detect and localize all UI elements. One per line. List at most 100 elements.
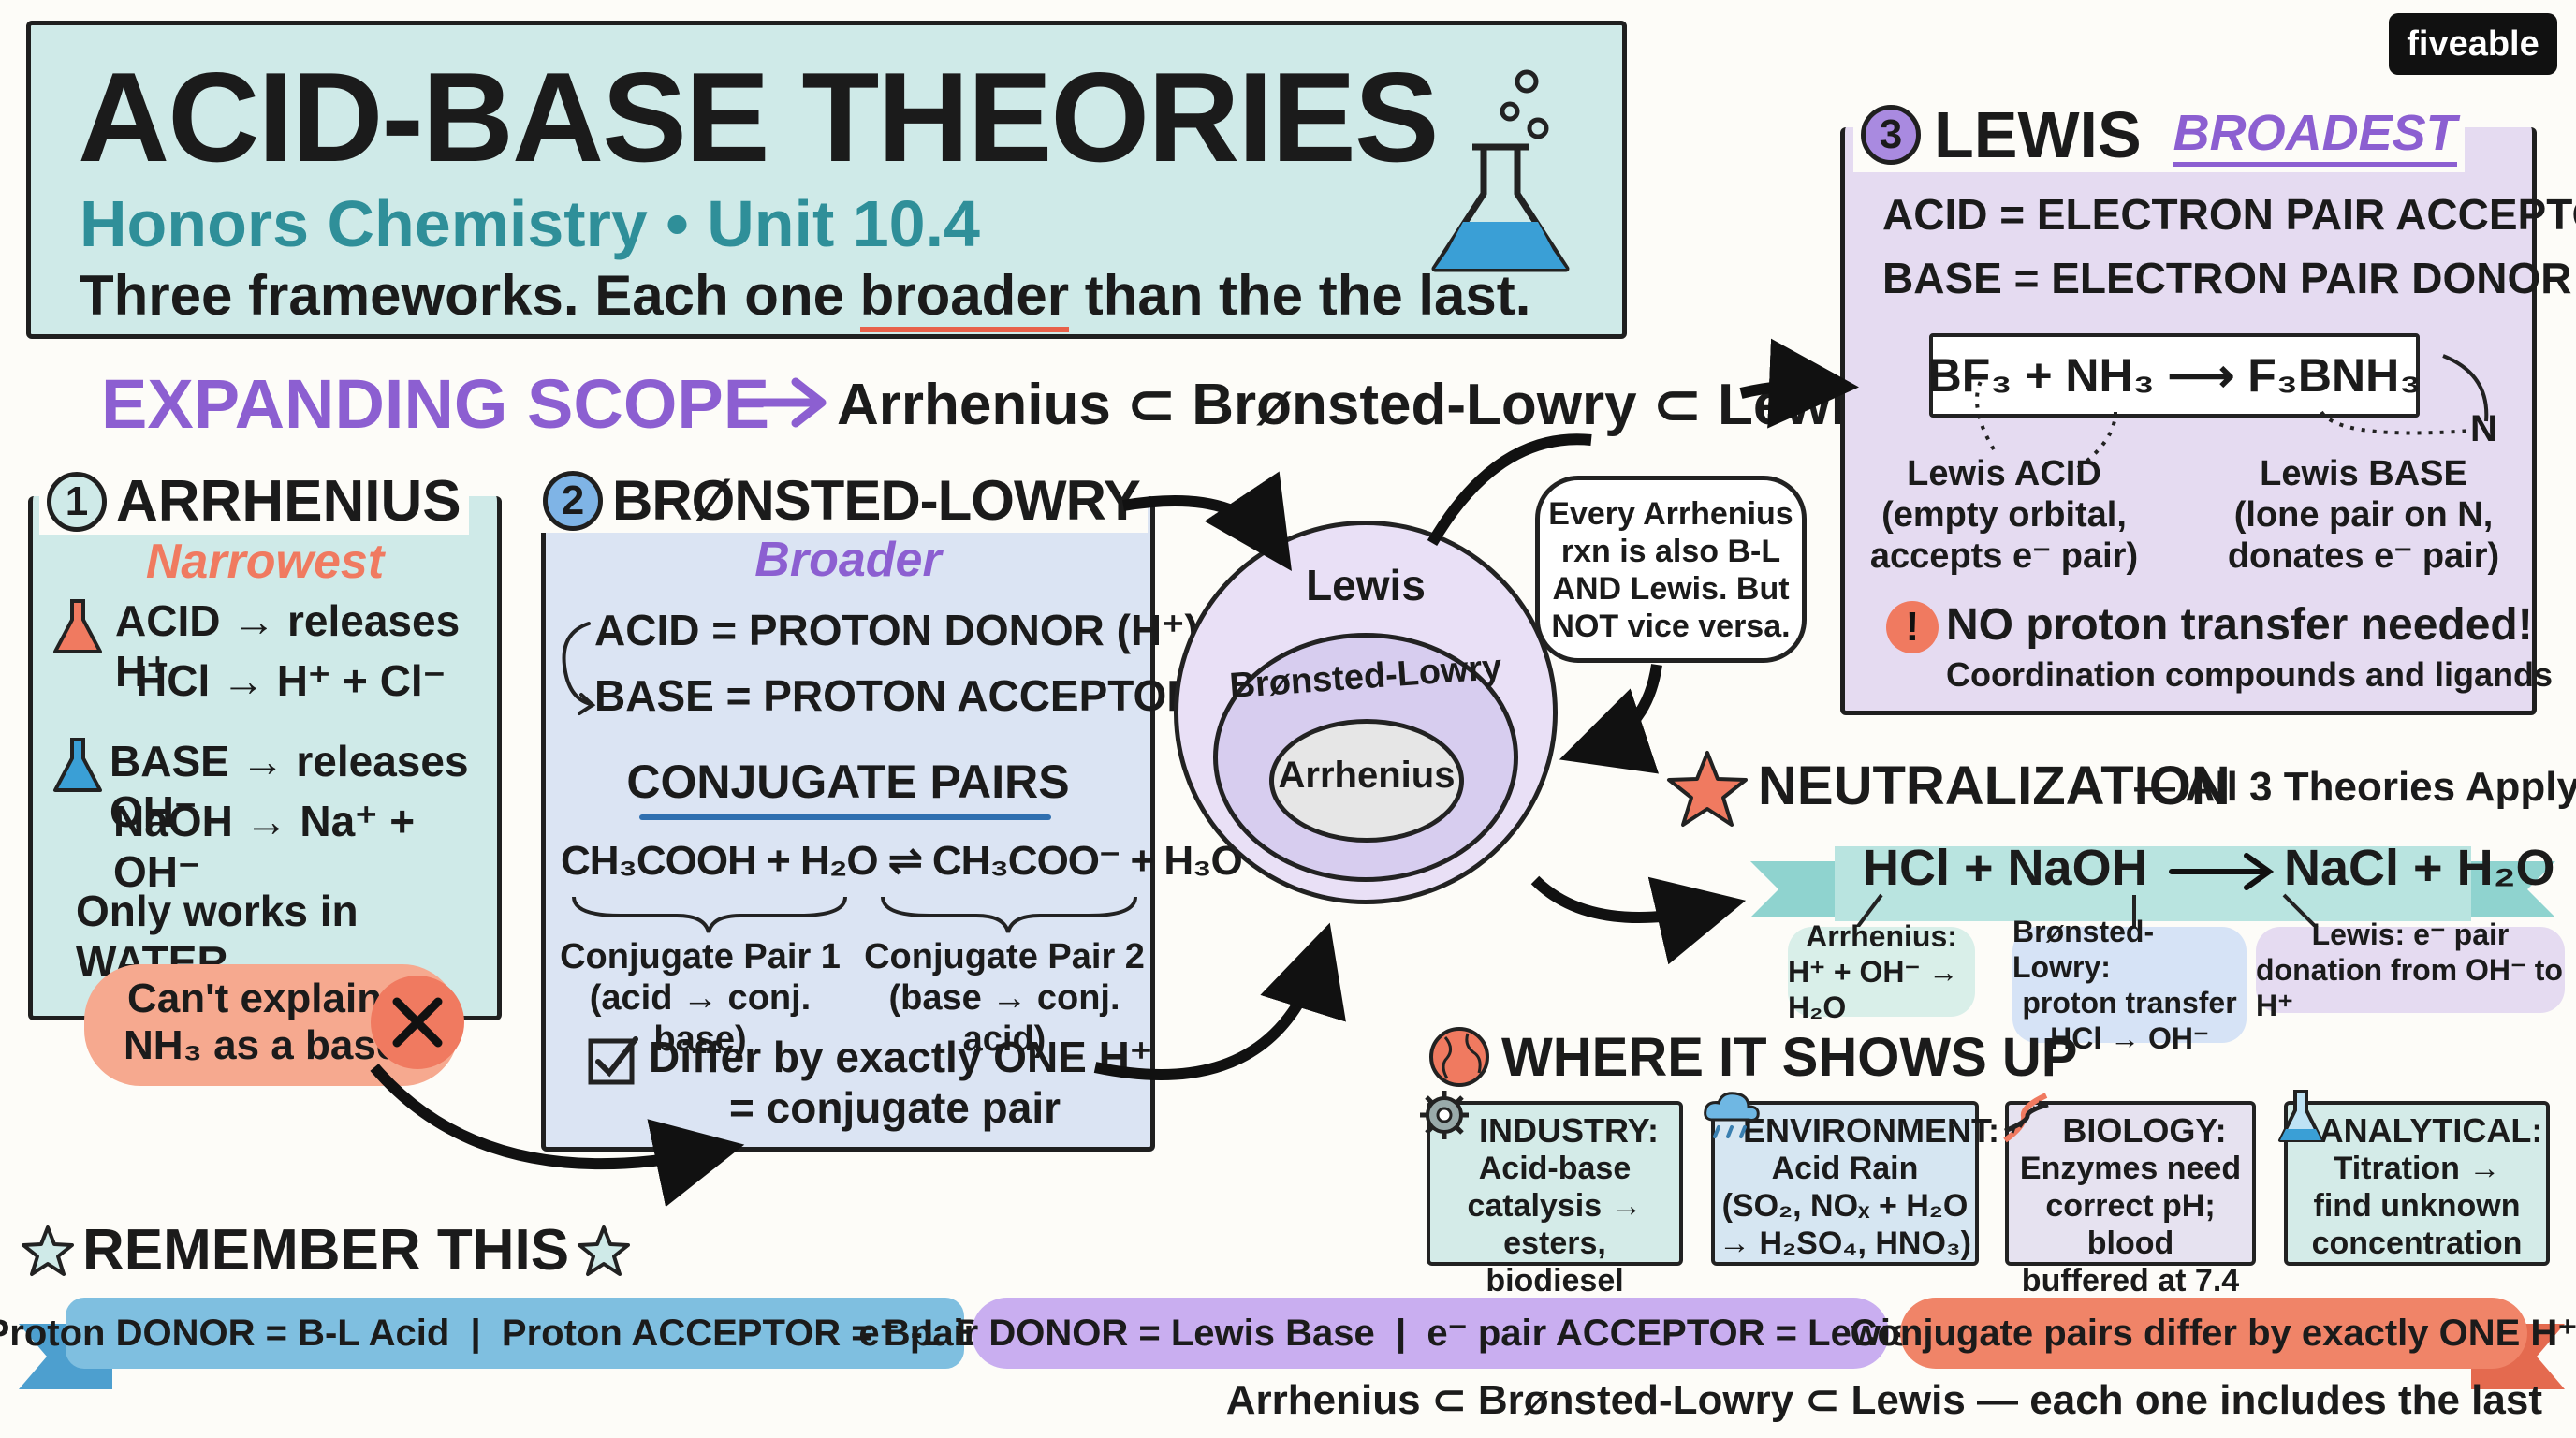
lewis-neutralization-label: Lewis: e⁻ pair	[2311, 917, 2510, 951]
page-subtitle: Honors Chemistry • Unit 10.4	[80, 187, 980, 260]
reaction-ribbon	[1750, 846, 2555, 921]
remember-band-lewis-text: e⁻ pair DONOR = Lewis Base | e⁻ pair ACC…	[858, 1313, 2002, 1354]
venn-note-line-1: Every Arrhenius	[1548, 496, 1793, 532]
lone-pair-n: N	[2470, 408, 2497, 449]
application-heading: INDUSTRY:	[1479, 1111, 1659, 1150]
lewis-title: LEWIS	[1934, 98, 2142, 171]
bronsted-number: 2	[543, 470, 603, 531]
remember-band-conjugate-text: Conjugate pairs differ by exactly ONE H⁺	[1850, 1313, 2576, 1354]
conjugate-pairs-underline	[639, 814, 1051, 820]
star-icon	[1667, 751, 1748, 827]
application-line: esters, biodiesel	[1486, 1225, 1624, 1299]
brand-name: fiveable	[2407, 23, 2539, 64]
conjugate-rule-line-1: Differ by exactly ONE H⁺	[649, 1033, 1153, 1081]
proton-transfer-arrow-icon	[562, 622, 596, 715]
arrhenius-water-note: Only works in WATER	[76, 887, 359, 986]
application-line: Acid-base	[1478, 1151, 1632, 1186]
dna-icon	[1996, 1088, 2056, 1156]
neutralization-subtitle: — All 3 Theories Apply!	[2134, 764, 2576, 810]
application-line: buffered at 7.4	[2021, 1263, 2240, 1299]
application-line: Acid Rain	[1771, 1151, 1919, 1186]
lewis-acid-detail-1: (empty orbital,	[1881, 495, 2127, 535]
brand-logo: fiveable	[2389, 13, 2557, 75]
lewis-base-note: Lewis BASE (lone pair on N, donates e⁻ p…	[2223, 453, 2504, 577]
arrhenius-neutralization-label: Arrhenius:	[1806, 919, 1957, 953]
pair-braces	[572, 896, 1137, 933]
application-line: Titration →	[2333, 1151, 2501, 1186]
bronsted-panel: Broader ACID = PROTON DONOR (H⁺) BASE = …	[541, 496, 1292, 1152]
remember-title: REMEMBER THIS	[82, 1218, 570, 1283]
limitation-line-2: NH₃ as a base	[124, 1022, 400, 1068]
arrhenius-base-line: BASE → releases OH⁻	[110, 737, 469, 836]
bronsted-neutralization-detail: proton transfer	[2022, 986, 2237, 1020]
application-line: find unknown	[2313, 1188, 2521, 1224]
neutralization-right: NaCl + H₂O	[2284, 840, 2555, 896]
arrhenius-neutralization-eq: H⁺ + OH⁻ → H₂O	[1788, 955, 1959, 1024]
neutralization-title: NEUTRALIZATION	[1758, 756, 2231, 816]
scope-arrow-icon	[730, 377, 827, 428]
arrhenius-acid-line: ACID → releases H⁺	[115, 596, 461, 696]
venn-outer-label: Lewis	[1306, 561, 1426, 609]
lewis-base-label: Lewis BASE	[2260, 454, 2467, 493]
scope-label: EXPANDING SCOPE	[101, 365, 770, 443]
pair-1-label: Conjugate Pair 1 (acid → conj. base)	[546, 936, 855, 1060]
bronsted-neutralization-note: Brønsted-Lowry: proton transfer HCl → OH…	[2012, 915, 2247, 1055]
lewis-acid-detail-2: accepts e⁻ pair)	[1869, 536, 2139, 576]
tagline-start: Three frameworks. Each one	[80, 264, 860, 327]
lewis-acid-def: ACID = ELECTRON PAIR ACCEPTOR	[1882, 190, 2576, 239]
arrhenius-tag: Narrowest	[145, 535, 385, 589]
reaction-arrow-icon	[2169, 853, 2275, 890]
neutralization-connectors	[1852, 893, 2323, 934]
arrhenius-title: ARRHENIUS	[116, 469, 461, 534]
lewis-neutralization-detail: donation from OH⁻ to H⁺	[2256, 953, 2563, 1022]
bronsted-title: BRØNSTED-LOWRY	[612, 469, 1141, 532]
footer-summary: Arrhenius ⊂ Brønsted-Lowry ⊂ Lewis — eac…	[1225, 1377, 2542, 1423]
warning-icon: !	[1886, 601, 1939, 653]
remember-band-lewis: e⁻ pair DONOR = Lewis Base | e⁻ pair ACC…	[858, 1298, 2002, 1369]
acid-flask-icon	[53, 599, 102, 653]
application-line: → H₂SO₄, HNO₃)	[1719, 1225, 1971, 1261]
bronsted-acid-def: ACID = PROTON DONOR (H⁺)	[594, 606, 1199, 654]
bronsted-neutralization-eq: HCl → OH⁻	[2050, 1021, 2209, 1055]
rain-cloud-icon	[1702, 1088, 1762, 1151]
tagline-emphasis: broader	[859, 264, 1070, 332]
globe-icon	[1429, 1027, 1489, 1087]
limitation-line-1: Can't explain	[127, 976, 383, 1021]
lewis-base-detail-1: (lone pair on N,	[2233, 495, 2494, 535]
pair-1-detail: (acid → conj. base)	[589, 978, 812, 1059]
remember-band-bronsted: Proton DONOR = B-L Acid | Proton ACCEPTO…	[0, 1298, 1045, 1369]
lewis-base-detail-2: donates e⁻ pair)	[2227, 536, 2500, 576]
application-line: Enzymes need	[2019, 1151, 2242, 1186]
header-panel: ACID-BASE THEORIES Honors Chemistry • Un…	[26, 21, 1627, 339]
venn-note-line-4: NOT vice versa.	[1551, 609, 1791, 644]
application-heading: ENVIRONMENT:	[1743, 1111, 2000, 1150]
base-flask-icon	[53, 738, 102, 792]
remember-band-conjugate: Conjugate pairs differ by exactly ONE H⁺	[1851, 1298, 2576, 1369]
venn-inner-label: Arrhenius	[1278, 755, 1456, 796]
bronsted-neutralization-label: Brønsted-Lowry:	[2012, 915, 2155, 984]
lewis-heading: 3 LEWIS BROADEST	[1853, 97, 2465, 172]
venn-inner-arrhenius	[1269, 719, 1464, 843]
conjugate-pairs-title: CONJUGATE PAIRS	[626, 756, 1070, 808]
star-outline-icon	[578, 1225, 631, 1276]
lewis-reaction-box: BF₃ + NH₃ ⟶ F₃BNH₃	[1928, 333, 2421, 418]
scope-chain: Arrhenius ⊂ Brønsted-Lowry ⊂ Lewis	[837, 373, 1880, 437]
neutralization-left: HCl + NaOH	[1863, 840, 2148, 896]
application-heading: BIOLOGY:	[2062, 1111, 2227, 1150]
flask-icon	[2275, 1088, 2327, 1154]
pair-2-title: Conjugate Pair 2	[864, 937, 1145, 976]
lewis-note: Coordination compounds and ligands	[1946, 655, 2553, 694]
venn-note-line-3: AND Lewis. But	[1552, 571, 1790, 607]
application-heading: ANALYTICAL:	[2319, 1111, 2543, 1150]
application-line: (SO₂, NOₓ + H₂O	[1721, 1188, 1969, 1224]
application-line: catalysis →	[1467, 1188, 1643, 1224]
bronsted-heading: 2 BRØNSTED-LOWRY	[535, 468, 1148, 533]
bronsted-equation: CH₃COOH + H₂O ⇌ CH₃COO⁻ + H₃O⁺	[561, 838, 1264, 884]
arrow-bubble-to-venn	[1559, 664, 1662, 774]
lewis-panel: ACID = ELECTRON PAIR ACCEPTOR BASE = ELE…	[1840, 127, 2576, 715]
arrhenius-base-eq: NaOH → Na⁺ + OH⁻	[113, 797, 416, 896]
pair-1-title: Conjugate Pair 1	[560, 937, 841, 976]
gear-icon	[1417, 1088, 1471, 1151]
flask-bubbles-icon	[1431, 69, 1570, 272]
